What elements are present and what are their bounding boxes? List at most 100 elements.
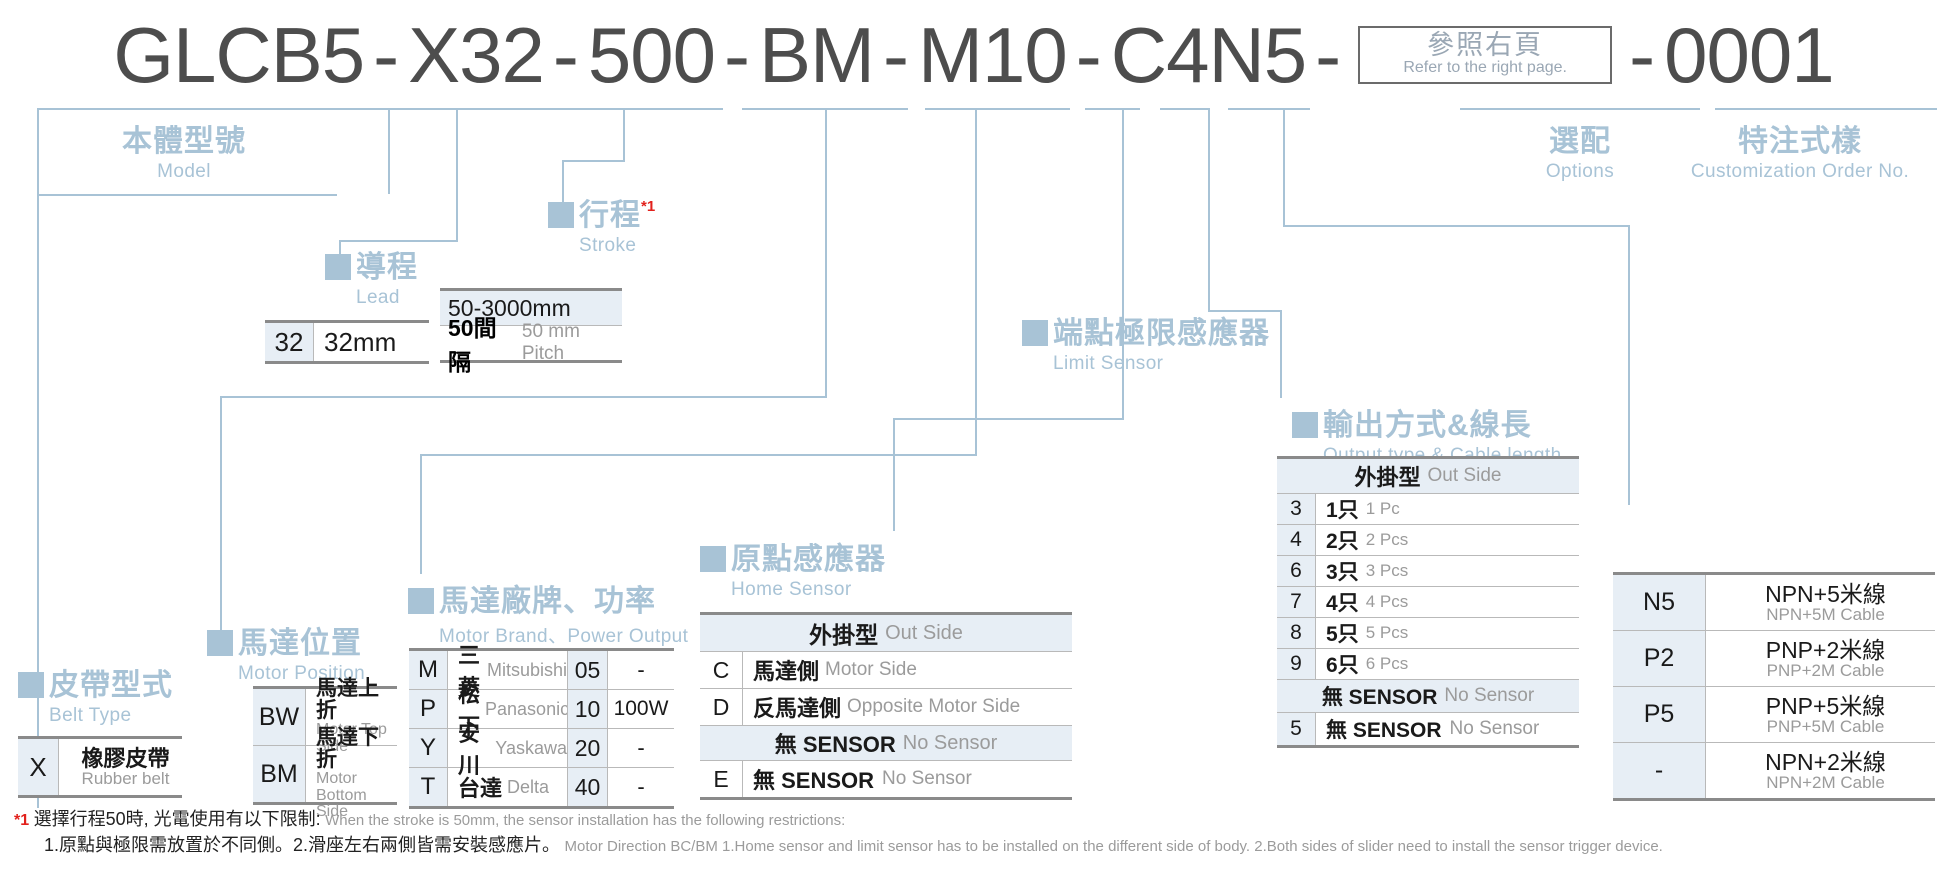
table-output-type: N5 NPN+5米線 NPN+5M Cable P2 PNP+2米線 PNP+2… [1613,572,1935,801]
options-reference-en: Refer to the right page. [1403,59,1567,77]
group-title-zh: 馬達位置 [238,627,362,660]
footnote-line2-en: Motor Direction BC/BM 1.Home sensor and … [564,838,1663,856]
table-row: 6 3只 3 Pcs [1277,556,1579,587]
bullet-square-icon [325,254,351,280]
table-row: P5 PNP+5米線 PNP+5M Cable [1613,687,1935,743]
group-heading-motor-brand: 馬達廠牌、功率 Motor Brand、Power Output [408,576,688,648]
cell-code: 8 [1277,618,1315,648]
cell-desc: NPN+5米線 NPN+5M Cable [1705,575,1935,630]
cell-code: 9 [1277,649,1315,679]
connector-limit-tick [1160,108,1208,110]
table-belt-type: X 橡膠皮帶 Rubber belt [18,736,182,798]
table-subheader-row: 無 SENSOR No Sensor [1277,680,1579,713]
group-heading-stroke: 行程*1 Stroke [548,190,655,257]
table-row: BM 馬達下折 Motor Bottom Side [253,726,397,820]
cell-desc-en: 5 Pcs [1365,623,1409,642]
connector-belt-down [388,108,390,194]
connector-model-down [37,108,39,808]
connector-lead-tick [418,108,490,110]
cell-desc: PNP+2米線 PNP+2M Cable [1705,631,1935,686]
cell-code: X [18,739,58,795]
connector-motorbrand-drop [420,454,422,574]
options-reference-box: 參照右頁 Refer to the right page. [1358,26,1613,84]
cell-desc: 5只 5 Pcs [1315,618,1579,648]
cell-code: E [700,761,742,797]
cell-desc: 松下 Panasonic [447,682,570,739]
cell-subheader: 無 SENSOR No Sensor [1277,680,1579,712]
table-motor-position: BW 馬達上折 Motor Top Side BM 馬達下折 Motor Bot… [253,678,397,820]
group-title-en: Home Sensor [731,579,852,600]
code-separator: - [883,11,910,99]
table-row: 4 2只 2 Pcs [1277,525,1579,556]
cell-desc-en: Panasonic [485,698,570,719]
group-heading-home-sensor: 原點感應器 Home Sensor [700,534,886,601]
group-title-en: Customization Order No. [1690,161,1910,182]
connector-stroke-down [623,108,625,160]
cell-desc-en: Mitsubishi [486,659,567,680]
cell-power-code: 10 [567,690,607,728]
cell-code: Y [409,729,447,767]
cell-desc-zh: 5只 [1326,623,1359,646]
cell-desc-zh: 6只 [1326,654,1359,677]
group-title-en: Stroke [579,235,637,256]
table-row: 7 4只 4 Pcs [1277,587,1579,618]
subheader-zh: 無 SENSOR [1321,686,1438,709]
cell-power-value: - [607,729,674,767]
cell-desc: 馬達上折 Motor Top Side [305,678,397,755]
cell-desc-zh: 松下 [458,682,481,739]
cell-desc-zh: NPN+2米線 [1765,748,1886,775]
code-segment-belt-lead: X32 [408,11,545,99]
cell-desc: 無 SENSOR No Sensor [742,761,1072,797]
header-zh: 外掛型 [1354,465,1421,490]
connector-motorpos-across [220,396,827,398]
table-home-sensor: 外掛型 Out Side C 馬達側 Motor Side D 反馬達側 Opp… [700,612,1072,800]
cell-desc-en: No Sensor [882,768,972,789]
connector-motorbrand-across [420,454,977,456]
cell-code: N5 [1613,575,1705,630]
cell-desc-zh: 4只 [1326,592,1359,615]
cell-code: 6 [1277,556,1315,586]
cell-desc: 32mm [313,323,429,361]
cell-desc: 安川 Yaskawa [447,721,567,778]
cell-desc-zh: 無 SENSOR [753,768,875,793]
connector-limit-drop [1280,310,1282,398]
connector-output-across [1283,225,1628,227]
code-separator: - [1629,11,1656,99]
code-segment-stroke: 500 [587,11,716,99]
cell-desc: 橡膠皮帶 Rubber belt [58,739,182,795]
code-segment-motor-brand: M10 [918,11,1068,99]
table-row: M 三菱 Mitsubishi 05 - [409,643,674,700]
cell-code: 5 [1277,713,1315,745]
group-title-zh: 特注式樣 [1738,125,1862,158]
cell-desc: 台達 Delta [447,768,567,806]
cell-code: 4 [1277,525,1315,555]
table-row: T 台達 Delta 40 - [409,768,674,806]
code-separator: - [1315,11,1342,99]
code-separator: - [373,11,400,99]
table-row: C 馬達側 Motor Side [700,652,1072,689]
code-separator: - [724,11,751,99]
cell-desc-en: Opposite Motor Side [847,696,1021,717]
table-row: - NPN+2米線 NPN+2M Cable [1613,743,1935,798]
cell-pitch-zh: 50間隔 [448,315,497,375]
cell-desc-zh: 安川 [458,721,481,778]
group-title-zh: 本體型號 [122,125,246,158]
cell-desc-zh: PNP+2米線 [1765,636,1886,663]
code-segment-motor-position: BM [759,11,875,99]
cell-power-value: - [607,768,674,806]
connector-output-down [1283,108,1285,225]
cell-code: BM [253,746,305,802]
options-reference-zh: 參照右頁 [1427,30,1544,61]
connector-limit-down [1208,108,1210,310]
table-row: 8 5只 5 Pcs [1277,618,1579,649]
group-title-zh: 導程 [356,251,418,284]
cell-power-code: 40 [567,768,607,806]
cell-desc: 馬達下折 Motor Bottom Side [305,726,397,820]
group-heading-model: 本體型號 Model [84,116,284,183]
cell-desc-en: NPN+5M Cable [1766,604,1885,624]
connector-motorpos-down [825,108,827,396]
table-row: E 無 SENSOR No Sensor [700,761,1072,797]
connector-home-tick [1085,108,1140,110]
footnote-line2-zh: 1.原點與極限需放置於不同側。2.滑座左右兩側皆需安裝感應片。 [44,835,561,856]
group-title-en: Options [1545,161,1615,182]
